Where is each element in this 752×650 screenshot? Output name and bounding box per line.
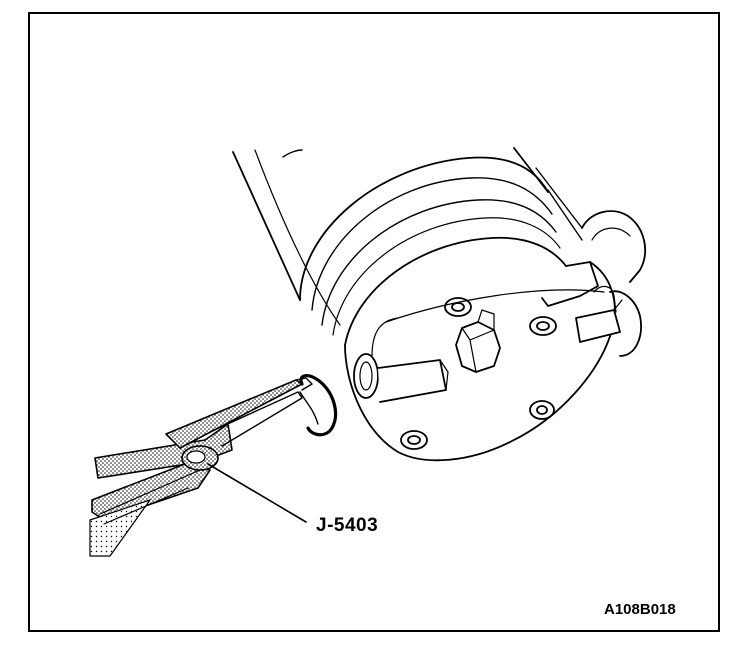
snap-ring-pliers bbox=[89, 377, 313, 557]
snap-ring bbox=[299, 374, 338, 437]
servo-hex-nut bbox=[455, 309, 501, 373]
bolt-hole-right bbox=[529, 316, 557, 336]
servo-cover-rims bbox=[299, 156, 567, 346]
tool-callout-label: J-5403 bbox=[316, 515, 379, 536]
illustration-frame bbox=[28, 12, 720, 632]
servo-cylinder-body bbox=[232, 147, 583, 326]
bolt-hole-bottom bbox=[400, 430, 428, 450]
servo-right-bracket bbox=[541, 210, 647, 357]
bolt-hole-top bbox=[444, 297, 472, 317]
callout-leader-line bbox=[207, 463, 307, 523]
figure-id-label: A108B018 bbox=[604, 601, 676, 618]
servo-left-lug bbox=[353, 353, 449, 403]
bolt-hole-lower-right bbox=[529, 400, 555, 420]
